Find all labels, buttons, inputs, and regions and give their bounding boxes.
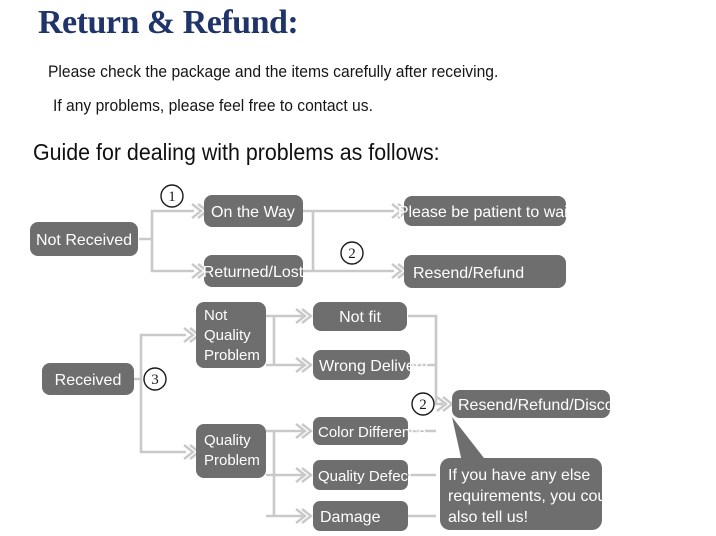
arrow-quality-defect	[295, 467, 313, 483]
speech-bubble-line-3: also tell us!	[448, 509, 528, 526]
node-wrong-delivery-box	[313, 350, 410, 380]
arrow-color-difference	[295, 423, 313, 439]
step-marker-two-bottom: 2	[411, 392, 435, 416]
node-on-the-way-box	[204, 195, 303, 227]
arrow-wrong-delivery	[295, 357, 313, 373]
node-not-quality-problem-line-2: Quality	[204, 327, 251, 344]
connector-qp-split	[266, 429, 303, 518]
speech-bubble-line-2: requirements, you could	[448, 488, 619, 505]
node-received[interactable]: Received	[42, 363, 134, 395]
step-marker-three: 3	[143, 367, 167, 391]
arrow-damage	[295, 508, 313, 524]
step-marker-one-number: 1	[168, 189, 176, 205]
intro-text-line-1: Please check the package and the items c…	[48, 62, 499, 81]
arrow-not-fit	[295, 308, 313, 324]
node-quality-defect[interactable]: Quality Defect	[313, 460, 413, 490]
node-quality-problem-line-2: Problem	[204, 452, 260, 469]
step-marker-two-top-circle	[340, 241, 364, 265]
step-marker-one-circle	[160, 184, 184, 208]
node-on-the-way-label: On the Way	[211, 204, 295, 221]
node-color-difference-label: Color Difference	[318, 424, 426, 441]
node-not-received-label: Not Received	[36, 232, 132, 249]
step-marker-one: 1	[160, 184, 184, 208]
node-resend-refund-discount-box	[452, 390, 610, 418]
intro-text-line-2: If any problems, please feel free to con…	[53, 96, 373, 115]
node-resend-refund-label: Resend/Refund	[413, 265, 524, 282]
node-not-fit[interactable]: Not fit	[313, 302, 407, 331]
connector-received-split	[134, 333, 186, 454]
connector-not-received-split	[139, 209, 194, 273]
connector-bus-to-discount	[404, 314, 443, 518]
node-please-be-patient-box	[404, 196, 566, 226]
connector-nqp-split	[266, 314, 303, 367]
step-marker-three-number: 3	[151, 372, 159, 388]
node-please-be-patient[interactable]: Please be patient to wait	[398, 196, 573, 226]
step-marker-three-circle	[143, 367, 167, 391]
node-not-quality-problem-line-1: Not	[204, 307, 228, 324]
node-not-quality-problem[interactable]: Not Quality Problem	[196, 302, 266, 368]
guide-heading: Guide for dealing with problems as follo…	[33, 139, 440, 165]
speech-bubble-line-1: If you have any else	[448, 467, 590, 484]
node-wrong-delivery[interactable]: Wrong Delivery	[313, 350, 428, 380]
node-damage-box	[313, 501, 408, 531]
node-resend-refund-discount-label: Resend/Refund/Discount	[458, 397, 636, 414]
node-not-fit-box	[313, 302, 407, 331]
node-color-difference-box	[313, 417, 408, 445]
step-marker-two-bottom-circle	[411, 392, 435, 416]
node-not-received-box	[30, 222, 138, 256]
node-not-quality-problem-box	[196, 302, 266, 368]
speech-bubble: If you have any else requirements, you c…	[440, 417, 619, 530]
node-quality-problem[interactable]: Quality Problem	[196, 424, 266, 478]
node-damage[interactable]: Damage	[313, 501, 408, 531]
speech-bubble-body	[440, 458, 602, 530]
node-resend-refund-box	[404, 255, 566, 288]
node-damage-label: Damage	[320, 509, 381, 526]
node-wrong-delivery-label: Wrong Delivery	[319, 358, 428, 375]
node-received-box	[42, 363, 134, 395]
node-resend-refund-discount[interactable]: Resend/Refund/Discount	[452, 390, 636, 418]
node-resend-refund[interactable]: Resend/Refund	[404, 255, 566, 288]
node-color-difference[interactable]: Color Difference	[313, 417, 426, 445]
node-returned-lost-label: Returned/Lost	[203, 264, 304, 281]
node-not-quality-problem-line-3: Problem	[204, 347, 260, 364]
step-marker-two-bottom-number: 2	[419, 397, 427, 413]
node-returned-lost-box	[204, 255, 303, 287]
node-quality-problem-line-1: Quality	[204, 432, 251, 449]
node-not-fit-label: Not fit	[339, 309, 381, 326]
step-marker-two-top: 2	[340, 241, 364, 265]
node-please-be-patient-label: Please be patient to wait	[398, 204, 573, 221]
node-quality-defect-label: Quality Defect	[318, 468, 413, 485]
node-returned-lost[interactable]: Returned/Lost	[203, 255, 304, 287]
node-quality-defect-box	[313, 460, 408, 490]
page-title: Return & Refund:	[38, 4, 299, 41]
step-marker-two-top-number: 2	[348, 246, 356, 262]
node-received-label: Received	[55, 372, 122, 389]
node-quality-problem-box	[196, 424, 266, 478]
node-not-received[interactable]: Not Received	[30, 222, 138, 256]
node-on-the-way[interactable]: On the Way	[204, 195, 303, 227]
